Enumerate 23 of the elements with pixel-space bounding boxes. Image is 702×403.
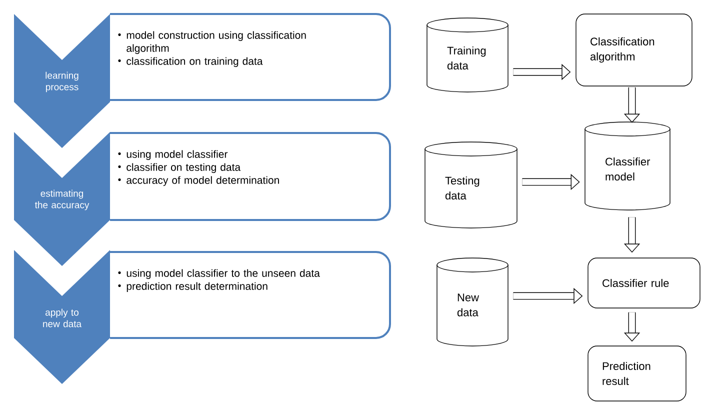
node-label: accuracy of model determination (126, 176, 279, 186)
node-label: Classifier model (606, 157, 650, 181)
database-cylinder: New data (436, 258, 508, 346)
chevron-step: estimating the accuracy (14, 132, 110, 266)
process-box: Classifier rule (588, 258, 700, 308)
node-label: Testing data (445, 176, 480, 200)
database-cylinder: Training data (426, 18, 508, 92)
node-label: New data (457, 294, 480, 316)
node-label: using model classifier (126, 150, 228, 160)
step-box: using model classifier to the unseen data prediction result determination (110, 250, 391, 339)
database-cylinder: Classifier model (584, 122, 670, 210)
process-box: Prediction result (588, 346, 686, 402)
chevron-step: learning process (14, 14, 110, 148)
process-box: Classification algorithm (576, 14, 692, 86)
step-box: model construction using classification algorithm classification on training data (110, 13, 391, 101)
node-label: prediction result determination (126, 282, 268, 292)
node-label: classification on training data (126, 57, 263, 67)
node-label: using model classifier to the unseen data (126, 269, 320, 279)
step-box: using model classifier classifier on testing data accuracy of model determination (110, 132, 391, 221)
node-label: Training data (447, 46, 486, 70)
node-label: classifier on testing data (126, 163, 241, 173)
database-cylinder: Testing data (424, 142, 518, 228)
chevron-step: apply to new data (14, 250, 110, 384)
